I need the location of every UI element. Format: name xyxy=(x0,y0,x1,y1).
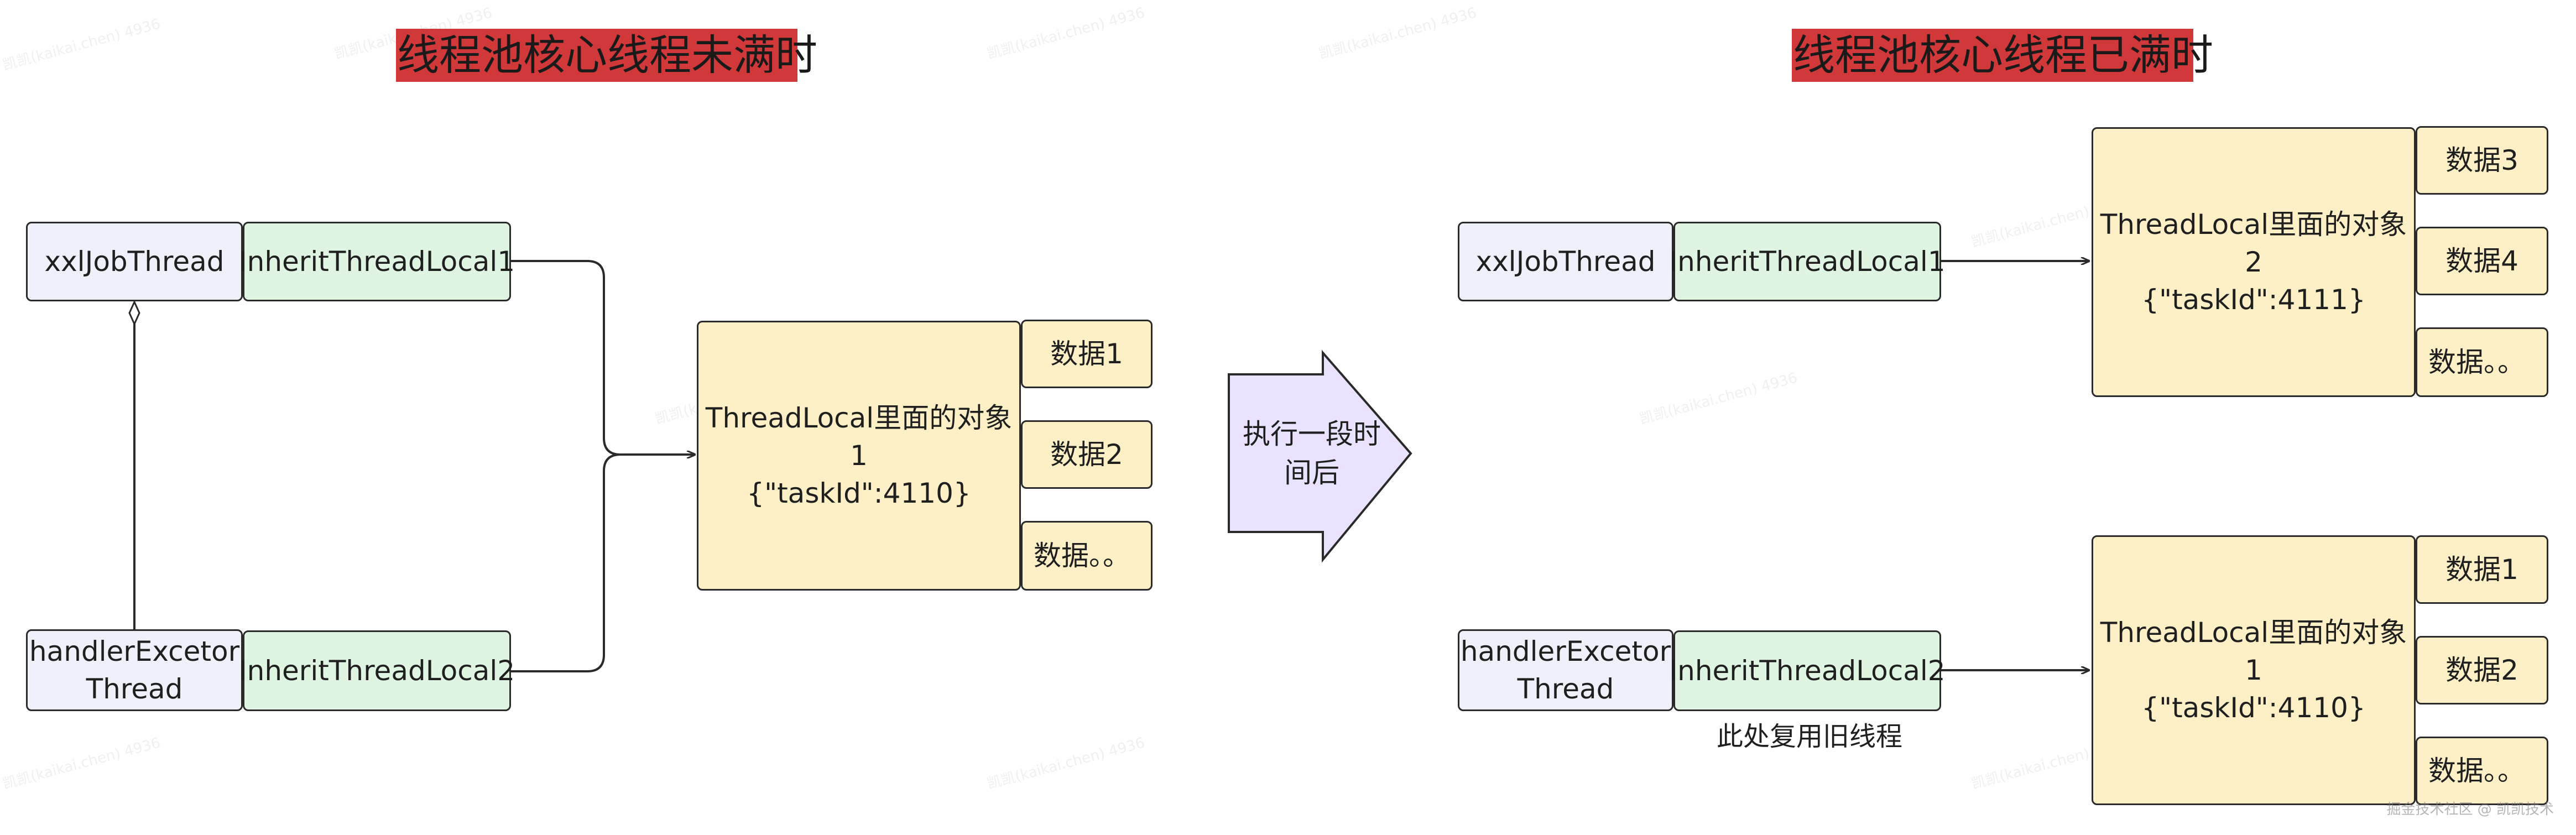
data-item-label: 数据1 xyxy=(2445,554,2518,586)
inherit-threadlocal2-box: InheritThreadLocal2 xyxy=(239,630,515,711)
threadlocal-object1-box-right: ThreadLocal里面的对象1 {"taskId":4110} xyxy=(2092,535,2416,805)
threadlocal-object1-title: ThreadLocal里面的对象1 xyxy=(2100,617,2407,686)
credit-watermark: 掘金技术社区 @ 凯凯技术 xyxy=(2386,801,2554,818)
data-item-label: 数据3 xyxy=(2445,144,2518,176)
handler-excetor-thread-label: handlerExcetor Thread xyxy=(29,635,240,705)
handler-excetor-thread-label: handlerExcetor Thread xyxy=(1460,635,1671,705)
inherit-threadlocal1-box-right: InheritThreadLocal1 xyxy=(1669,222,1946,301)
threadlocal-object1-title: ThreadLocal里面的对象1 xyxy=(705,402,1013,472)
data-item-label: 数据2 xyxy=(1050,439,1123,471)
data-item-label: 数据2 xyxy=(2445,654,2518,686)
inherit-threadlocal1-label: InheritThreadLocal1 xyxy=(1669,246,1946,278)
threadlocal-object1-value: {"taskId":4110} xyxy=(747,477,971,509)
title-right: 线程池核心线程已满时 xyxy=(1792,29,2213,82)
xxljob-thread-box: xxlJobThread xyxy=(26,222,243,301)
data-item-label: 数据4 xyxy=(2445,245,2518,277)
threadlocal-object2-title: ThreadLocal里面的对象2 xyxy=(2100,208,2407,278)
title-left: 线程池核心线程未满时 xyxy=(396,29,817,82)
threadlocal-object2-value: {"taskId":4111} xyxy=(2141,284,2366,316)
data-item-3: 数据3 xyxy=(2416,126,2548,195)
data-item-2: 数据2 xyxy=(1021,420,1153,489)
data-item-1-right: 数据1 xyxy=(2416,535,2548,604)
inherit-threadlocal2-label: InheritThreadLocal2 xyxy=(238,655,515,687)
data-item-more: 数据。。 xyxy=(1021,521,1153,591)
data-item-2-right: 数据2 xyxy=(2416,636,2548,704)
inherit-threadlocal2-box-right: InheritThreadLocal2 xyxy=(1669,630,1946,711)
data-item-label: 数据1 xyxy=(1050,338,1123,370)
handler-excetor-thread-box: handlerExcetor Thread xyxy=(26,629,243,711)
threadlocal-object1-value: {"taskId":4110} xyxy=(2141,692,2366,724)
data-item-label: 数据。。 xyxy=(1034,540,1130,572)
threadlocal-object2-box: ThreadLocal里面的对象2 {"taskId":4111} xyxy=(2092,127,2416,397)
arrow-label-line2: 间后 xyxy=(1284,457,1339,489)
data-item-label: 数据。。 xyxy=(2428,755,2525,787)
inherit-threadlocal1-box: InheritThreadLocal1 xyxy=(239,222,515,301)
reuse-thread-note: 此处复用旧线程 xyxy=(1717,721,1903,752)
threadlocal-object1-box: ThreadLocal里面的对象1 {"taskId":4110} xyxy=(697,321,1021,591)
data-item-4: 数据4 xyxy=(2416,227,2548,295)
inherit-threadlocal2-label: InheritThreadLocal2 xyxy=(1669,655,1946,687)
inherit-threadlocal1-label: InheritThreadLocal1 xyxy=(238,246,515,278)
handler-excetor-thread-box-right: handlerExcetor Thread xyxy=(1458,629,1673,711)
xxljob-thread-box-right: xxlJobThread xyxy=(1458,222,1673,301)
xxljob-thread-label: xxlJobThread xyxy=(1475,246,1656,278)
data-item-1: 数据1 xyxy=(1021,320,1153,388)
data-item-label: 数据。。 xyxy=(2428,346,2525,378)
arrow-label-line1: 执行一段时 xyxy=(1243,418,1381,450)
data-item-more-bottom: 数据。。 xyxy=(2416,737,2548,805)
data-item-more-top: 数据。。 xyxy=(2416,327,2548,397)
xxljob-thread-label: xxlJobThread xyxy=(44,246,225,278)
arrow-label: 执行一段时 间后 xyxy=(1229,415,1395,492)
